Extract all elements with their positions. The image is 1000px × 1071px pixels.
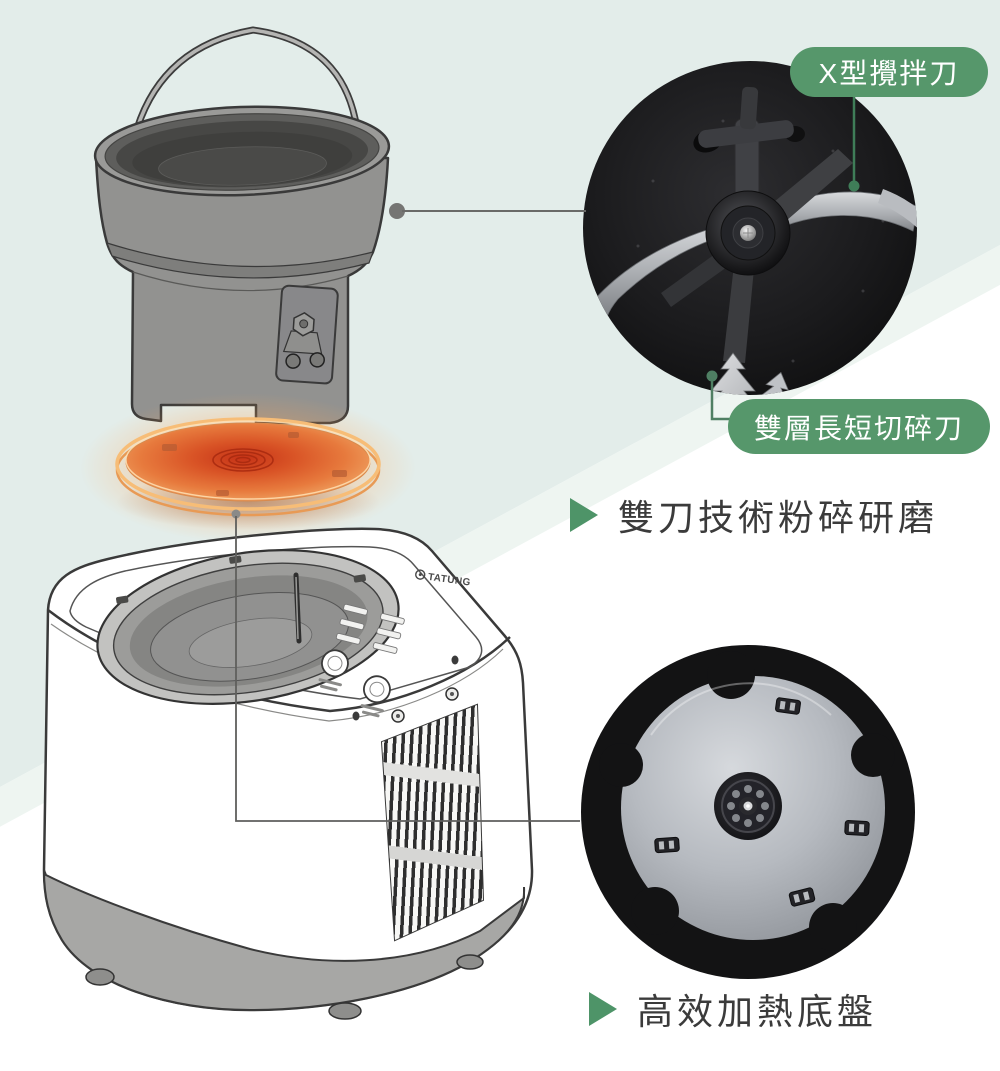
callout-mixing-blade: X型攪拌刀 xyxy=(790,47,988,97)
triangle-bullet-icon xyxy=(589,992,617,1026)
callout-chopping-blade: 雙層長短切碎刀 xyxy=(728,399,990,454)
callout-mixing-blade-text: X型攪拌刀 xyxy=(818,58,960,89)
feature-dual-blade-text: 雙刀技術粉碎研磨 xyxy=(618,497,939,538)
plate-clips xyxy=(654,697,870,907)
feature-heating-text: 高效加熱底盤 xyxy=(637,991,878,1032)
triangle-bullet-icon xyxy=(570,498,598,532)
callout-chopping-blade-text: 雙層長短切碎刀 xyxy=(753,412,964,444)
blade-closeup-photo xyxy=(583,61,917,395)
feature-dual-blade: 雙刀技術粉碎研磨 xyxy=(570,489,938,541)
inner-pot-illustration xyxy=(93,26,391,425)
pot-mount-plate xyxy=(275,284,339,385)
feature-heating: 高效加熱底盤 xyxy=(589,983,877,1035)
heater-coil xyxy=(212,448,274,472)
heater-closeup-photo xyxy=(581,645,915,979)
